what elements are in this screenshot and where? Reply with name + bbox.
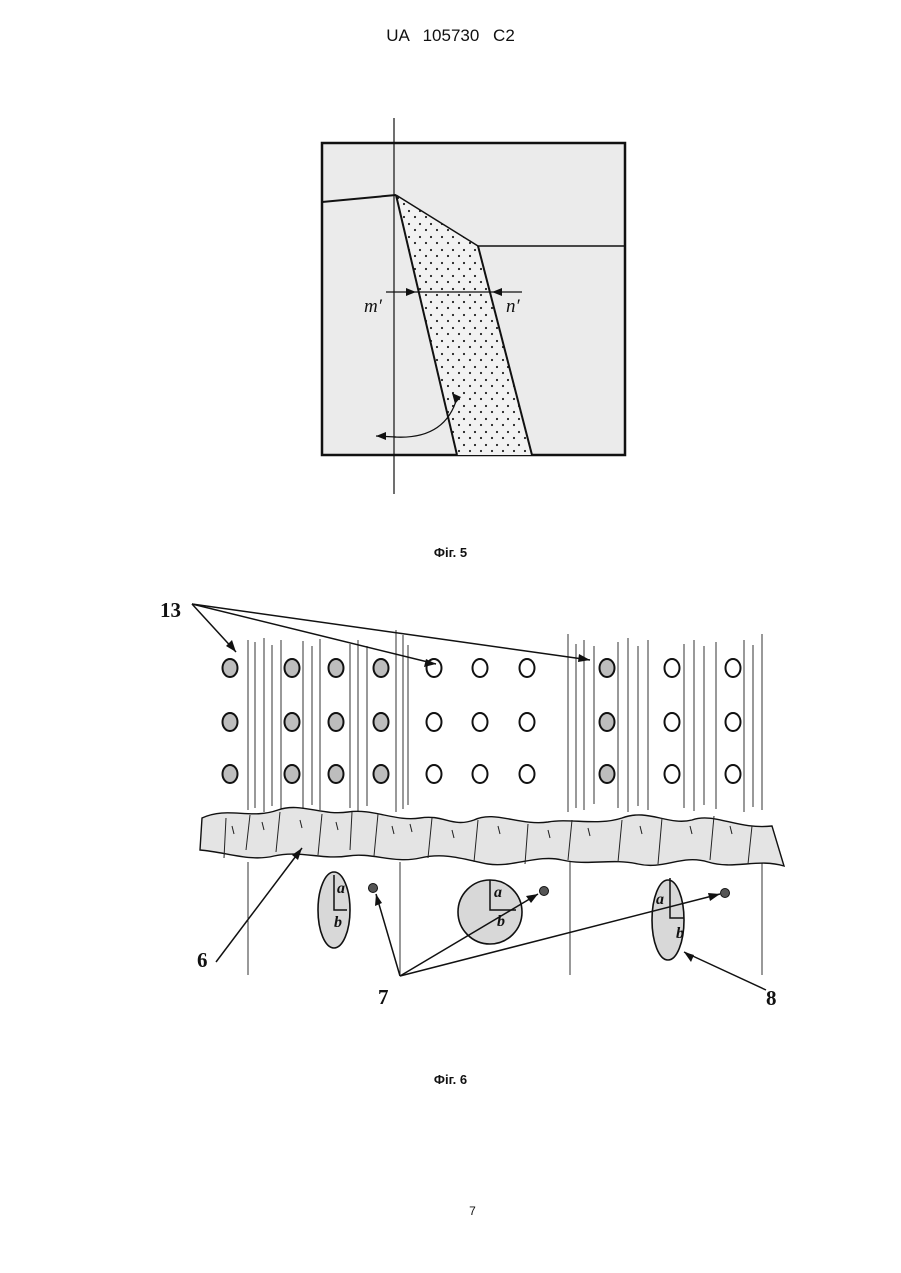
fig6-hole-4-1 bbox=[374, 659, 389, 677]
fig6-hole-9-3 bbox=[665, 765, 680, 783]
fig6-hole-5-3 bbox=[427, 765, 442, 783]
fig6-label-a-2: a bbox=[494, 884, 502, 901]
fig6-hole-grid bbox=[223, 659, 741, 783]
fig6-hole-10-1 bbox=[726, 659, 741, 677]
fig6-hole-2-2 bbox=[285, 713, 300, 731]
fig6-hole-1-2 bbox=[223, 713, 238, 731]
fig6-hole-2-3 bbox=[285, 765, 300, 783]
fig6-hole-7-2 bbox=[520, 713, 535, 731]
fig6-hole-8-3 bbox=[600, 765, 615, 783]
fig6-hole-1-3 bbox=[223, 765, 238, 783]
fig6-small-hole-2 bbox=[540, 887, 549, 896]
fig6-label-a-1: a bbox=[337, 880, 345, 897]
figure-6: a b a b a b bbox=[0, 0, 901, 1060]
fig6-hole-3-1 bbox=[329, 659, 344, 677]
page-number: 7 bbox=[0, 1204, 901, 1218]
fig6-hole-9-2 bbox=[665, 713, 680, 731]
fig6-ref-6: 6 bbox=[197, 948, 208, 972]
fig6-label-b-1: b bbox=[334, 914, 342, 931]
fig6-small-hole-1 bbox=[369, 884, 378, 893]
fig6-hole-10-3 bbox=[726, 765, 741, 783]
fig6-hole-6-1 bbox=[473, 659, 488, 677]
fig6-ref-13: 13 bbox=[160, 598, 181, 622]
fig6-hole-8-2 bbox=[600, 713, 615, 731]
fig6-hole-4-3 bbox=[374, 765, 389, 783]
fig6-hole-6-2 bbox=[473, 713, 488, 731]
fig6-ref-8: 8 bbox=[766, 986, 777, 1010]
fig6-hole-8-1 bbox=[600, 659, 615, 677]
fig6-hole-1-1 bbox=[223, 659, 238, 677]
fig6-hole-10-2 bbox=[726, 713, 741, 731]
fig6-hole-3-3 bbox=[329, 765, 344, 783]
fig6-hole-7-1 bbox=[520, 659, 535, 677]
figure-6-caption: Фіг. 6 bbox=[0, 1072, 901, 1087]
fig6-hole-2-1 bbox=[285, 659, 300, 677]
fig6-hole-3-2 bbox=[329, 713, 344, 731]
fig6-hole-4-2 bbox=[374, 713, 389, 731]
fig6-hole-5-2 bbox=[427, 713, 442, 731]
fig6-label-a-3: a bbox=[656, 891, 664, 908]
fig6-rough-band bbox=[200, 807, 784, 866]
fig6-ref-7: 7 bbox=[378, 985, 389, 1009]
fig6-hole-7-3 bbox=[520, 765, 535, 783]
fig6-hole-9-1 bbox=[665, 659, 680, 677]
fig6-hole-6-3 bbox=[473, 765, 488, 783]
fig6-small-hole-3 bbox=[721, 889, 730, 898]
fig6-label-b-3: b bbox=[676, 925, 684, 942]
